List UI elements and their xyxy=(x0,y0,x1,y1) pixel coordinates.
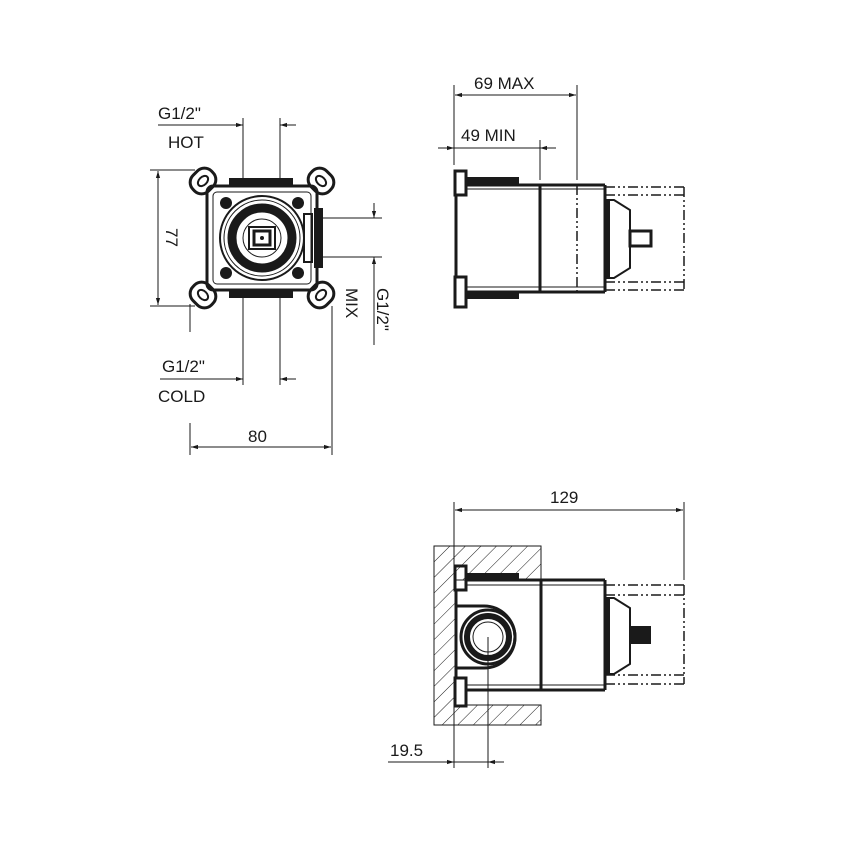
valve-body-side xyxy=(453,169,685,309)
hot-dimension: G1/2" HOT xyxy=(158,104,296,180)
valve-body-front xyxy=(188,166,336,310)
valve-body-section xyxy=(453,564,685,708)
height-value: 77 xyxy=(162,228,181,247)
mix-size-label: G1/2" xyxy=(373,288,392,331)
hot-size-label: G1/2" xyxy=(158,104,201,123)
mix-label: MIX xyxy=(342,288,361,318)
min-value: 49 MIN xyxy=(461,126,516,145)
height-dimension: 77 xyxy=(150,169,195,307)
mix-dimension: MIX G1/2" xyxy=(323,203,392,345)
offset-value: 19.5 xyxy=(390,741,423,760)
side-view: 69 MAX 49 MIN xyxy=(438,74,685,309)
hot-label: HOT xyxy=(168,133,204,152)
min-dimension: 49 MIN xyxy=(438,126,556,180)
max-value: 69 MAX xyxy=(474,74,534,93)
offset-dimension: 19.5 xyxy=(388,637,504,768)
width-dimension: 80 xyxy=(189,304,333,455)
width-value: 80 xyxy=(248,427,267,446)
max-dimension: 69 MAX xyxy=(453,74,578,180)
cold-label: COLD xyxy=(158,387,205,406)
length-value: 129 xyxy=(550,488,578,507)
front-view: G1/2" HOT 77 xyxy=(150,104,392,455)
cold-dimension: G1/2" COLD xyxy=(158,298,296,406)
section-view: 129 xyxy=(388,488,685,768)
cold-size-label: G1/2" xyxy=(162,357,205,376)
